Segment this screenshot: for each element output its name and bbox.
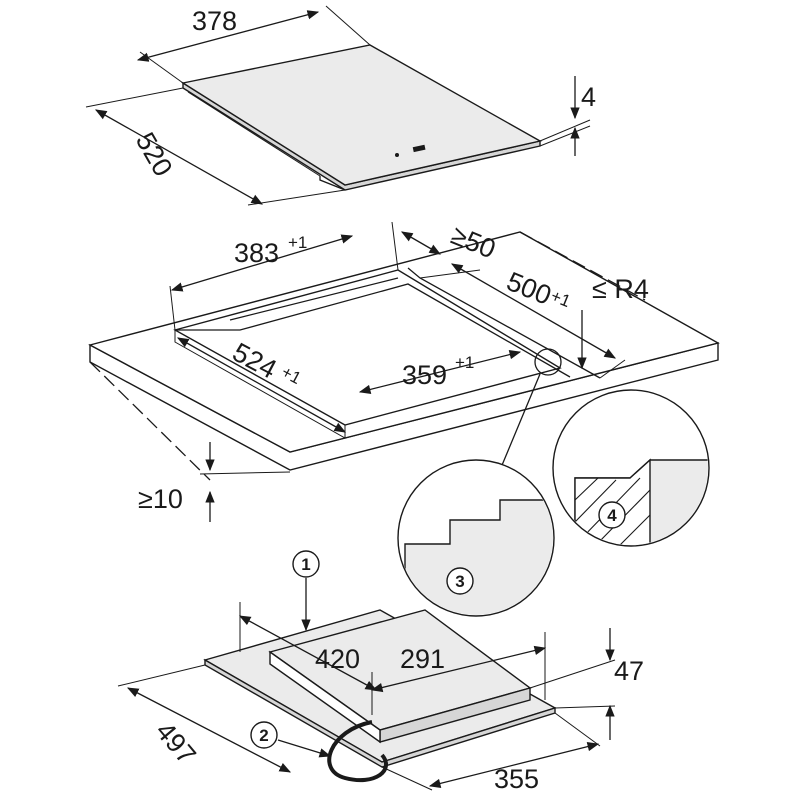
hob-control-icon bbox=[412, 144, 426, 153]
dim-under-height: 47 bbox=[529, 628, 644, 740]
label-hob-width: 378 bbox=[192, 6, 237, 36]
callout-4-label: 4 bbox=[607, 506, 617, 525]
label-under-inner-width: 291 bbox=[400, 644, 445, 674]
callout-1-label: 1 bbox=[301, 555, 310, 574]
callout-4 bbox=[598, 501, 626, 529]
detail-4: 4 bbox=[552, 389, 710, 547]
power-cable bbox=[327, 720, 388, 783]
rebate-inner-line bbox=[229, 277, 399, 321]
detail-3-step bbox=[404, 499, 553, 615]
hob-glass bbox=[181, 44, 542, 186]
dash-left bbox=[89, 361, 211, 481]
label-min-thickness: ≥10 bbox=[138, 484, 183, 514]
callout-2-label: 2 bbox=[259, 726, 268, 745]
label-rebate-width: 359 bbox=[402, 360, 447, 390]
label-cutout-width: 383 bbox=[234, 238, 279, 268]
hob-sensor-icon bbox=[395, 153, 399, 157]
dim-radius: ≤ R4 bbox=[577, 274, 649, 370]
label-cutout-depth-tol: +1 bbox=[278, 362, 304, 388]
dim-hob-width: 378 bbox=[136, 5, 371, 84]
label-under-height: 47 bbox=[614, 656, 644, 686]
dim-under-inner-depth: 355 bbox=[381, 712, 601, 794]
label-hob-depth: 520 bbox=[130, 127, 179, 181]
callout-3 bbox=[446, 567, 474, 595]
detail-3: 3 bbox=[397, 459, 555, 617]
label-under-inner-depth: 355 bbox=[494, 764, 539, 794]
dim-cutout-width: 383 +1 bbox=[169, 221, 399, 331]
callout-1-group: 1 bbox=[292, 550, 320, 632]
dim-under-inner-width: 291 bbox=[370, 632, 547, 715]
callout-3-label: 3 bbox=[455, 572, 464, 591]
label-under-width: 420 bbox=[315, 644, 360, 674]
label-rebate-width-tol: +1 bbox=[455, 353, 474, 372]
dim-under-width: 420 bbox=[238, 602, 378, 691]
label-radius: ≤ R4 bbox=[592, 274, 649, 304]
hob-drawing bbox=[181, 44, 542, 191]
dim-rebate-width: 359 +1 bbox=[358, 350, 522, 394]
label-under-depth: 497 bbox=[150, 716, 202, 770]
label-hob-thickness: 4 bbox=[581, 82, 596, 112]
dim-min-thickness: ≥10 bbox=[138, 442, 291, 522]
callout-1 bbox=[292, 550, 320, 578]
dim-hob-thickness: 4 bbox=[539, 76, 596, 156]
label-cutout-width-tol: +1 bbox=[288, 233, 307, 252]
hob-lip bbox=[319, 176, 346, 191]
detail-leader bbox=[499, 373, 541, 471]
